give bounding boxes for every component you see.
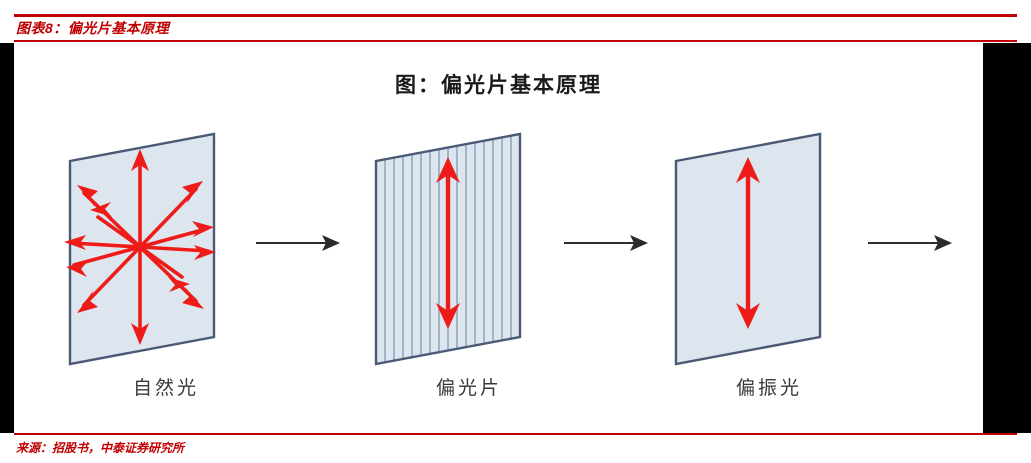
footer-rule	[14, 433, 1017, 435]
header-rule-bottom	[14, 40, 1017, 42]
caption-polarizer: 偏光片	[435, 378, 502, 399]
arrow-head-down	[736, 303, 760, 329]
frame-band-right	[983, 43, 1031, 433]
arrow-head-down	[436, 303, 460, 329]
arrow-head-up	[736, 157, 760, 183]
plate-outline	[374, 132, 522, 366]
arrow-head-up	[436, 157, 460, 183]
panel-natural-light	[56, 129, 226, 369]
figure-title: 图：偏光片基本原理	[395, 74, 602, 97]
flow-arrow-1	[254, 231, 344, 255]
header-rule-top	[14, 14, 1017, 17]
figure-canvas: 图：偏光片基本原理	[14, 43, 983, 433]
panel-polarized-light	[662, 129, 832, 369]
arrow-head-right	[322, 235, 340, 251]
vertical-double-arrow	[736, 157, 760, 329]
exhibit-source: 来源：招股书，中泰证券研究所	[16, 441, 185, 455]
arrow-head-right	[630, 235, 648, 251]
exhibit-title: 图表8：偏光片基本原理	[16, 20, 170, 36]
frame-band-left	[0, 43, 14, 433]
arrow-heads	[64, 149, 216, 345]
caption-polarized-light: 偏振光	[735, 378, 802, 399]
panel-polarizer	[362, 129, 532, 369]
flow-arrow-2	[562, 231, 652, 255]
flow-arrow-3	[866, 231, 956, 255]
caption-natural-light: 自然光	[132, 378, 199, 399]
arrow-head-right	[934, 235, 952, 251]
multi-directional-arrow-star	[70, 155, 210, 339]
vertical-double-arrow	[436, 157, 460, 329]
